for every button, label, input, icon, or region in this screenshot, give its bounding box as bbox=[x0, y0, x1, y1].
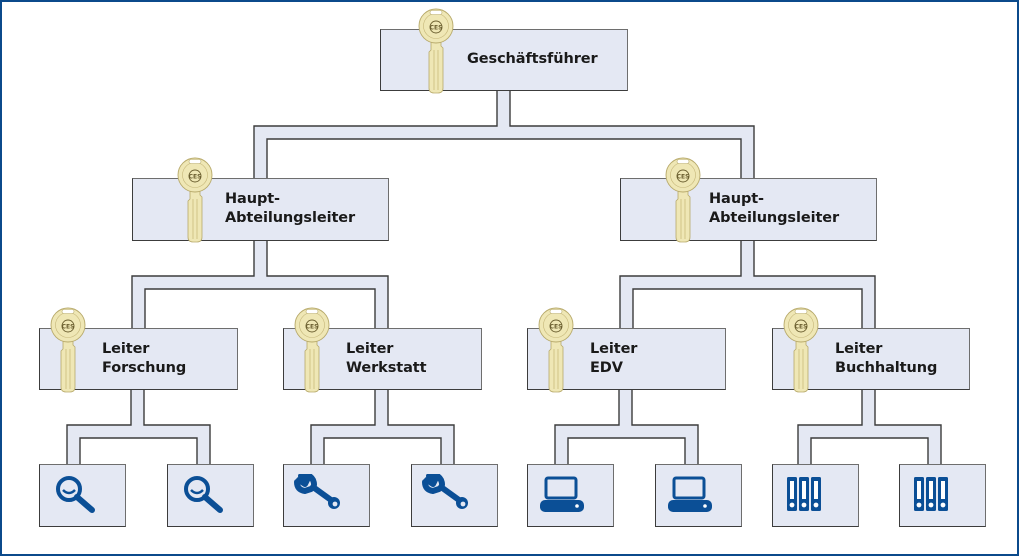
staff-edv-1 bbox=[527, 464, 614, 527]
connector-4 bbox=[310, 389, 455, 466]
connector-1 bbox=[131, 240, 389, 330]
connector-6 bbox=[797, 389, 942, 466]
label-line1: Leiter bbox=[835, 341, 883, 357]
label-line2: Buchhaltung bbox=[835, 360, 938, 376]
svg-text:CES: CES bbox=[62, 324, 75, 331]
label-line2: Werkstatt bbox=[346, 360, 427, 376]
node-geschaeftsfuehrer: Geschäftsführer bbox=[380, 29, 628, 91]
computer-icon bbox=[668, 476, 712, 512]
svg-text:CES: CES bbox=[189, 174, 202, 181]
label-line2: Forschung bbox=[102, 360, 187, 376]
key-icon: CES bbox=[538, 307, 574, 393]
key-icon: CES bbox=[783, 307, 819, 393]
binders-icon bbox=[914, 477, 948, 511]
binders-icon bbox=[787, 477, 821, 511]
staff-forschung-1 bbox=[39, 464, 126, 527]
magnifier-icon bbox=[56, 476, 95, 513]
key-icon: CES bbox=[177, 157, 213, 243]
label-line2: Abteilungsleiter bbox=[225, 210, 356, 226]
wrench-icon bbox=[294, 474, 340, 509]
svg-text:CES: CES bbox=[430, 25, 443, 32]
key-icon: CES bbox=[665, 157, 701, 243]
staff-forschung-2 bbox=[167, 464, 254, 527]
node-label: Haupt- Abteilungsleiter bbox=[709, 190, 839, 228]
node-hauptabteilungsleiter-left: Haupt- Abteilungsleiter bbox=[132, 178, 389, 241]
connector-pipe bbox=[554, 389, 699, 466]
computer-icon bbox=[540, 476, 584, 512]
key-icon: CES bbox=[294, 307, 330, 393]
node-label: Leiter Forschung bbox=[102, 340, 186, 378]
connector-3 bbox=[66, 389, 211, 466]
connector-5 bbox=[554, 389, 699, 466]
staff-edv-2 bbox=[655, 464, 742, 527]
svg-text:CES: CES bbox=[795, 324, 808, 331]
key-icon: CES bbox=[50, 307, 86, 393]
node-label: Haupt- Abteilungsleiter bbox=[225, 190, 355, 228]
connector-pipe bbox=[310, 389, 455, 466]
node-label: Leiter EDV bbox=[590, 340, 637, 378]
svg-text:CES: CES bbox=[306, 324, 319, 331]
svg-text:CES: CES bbox=[677, 174, 690, 181]
svg-text:CES: CES bbox=[550, 324, 563, 331]
connector-2 bbox=[619, 240, 876, 330]
wrench-icon bbox=[422, 474, 468, 509]
connector-0 bbox=[253, 90, 755, 180]
label-line1: Leiter bbox=[102, 341, 150, 357]
node-label: Leiter Werkstatt bbox=[346, 340, 427, 378]
key-icon: CES bbox=[418, 8, 454, 94]
connector-pipe bbox=[66, 389, 211, 466]
node-hauptabteilungsleiter-right: Haupt- Abteilungsleiter bbox=[620, 178, 877, 241]
label-line2: EDV bbox=[590, 360, 623, 376]
label-line2: Abteilungsleiter bbox=[709, 210, 840, 226]
connector-pipe bbox=[797, 389, 942, 466]
magnifier-icon bbox=[184, 476, 223, 513]
label-line1: Haupt- bbox=[709, 191, 764, 207]
node-label: Geschäftsführer bbox=[467, 51, 598, 67]
connector-pipe bbox=[619, 240, 876, 330]
connector-pipe bbox=[131, 240, 389, 330]
node-label: Leiter Buchhaltung bbox=[835, 340, 937, 378]
connector-pipe bbox=[253, 90, 755, 180]
label-line1: Leiter bbox=[346, 341, 394, 357]
label-line1: Haupt- bbox=[225, 191, 280, 207]
label-line1: Leiter bbox=[590, 341, 638, 357]
